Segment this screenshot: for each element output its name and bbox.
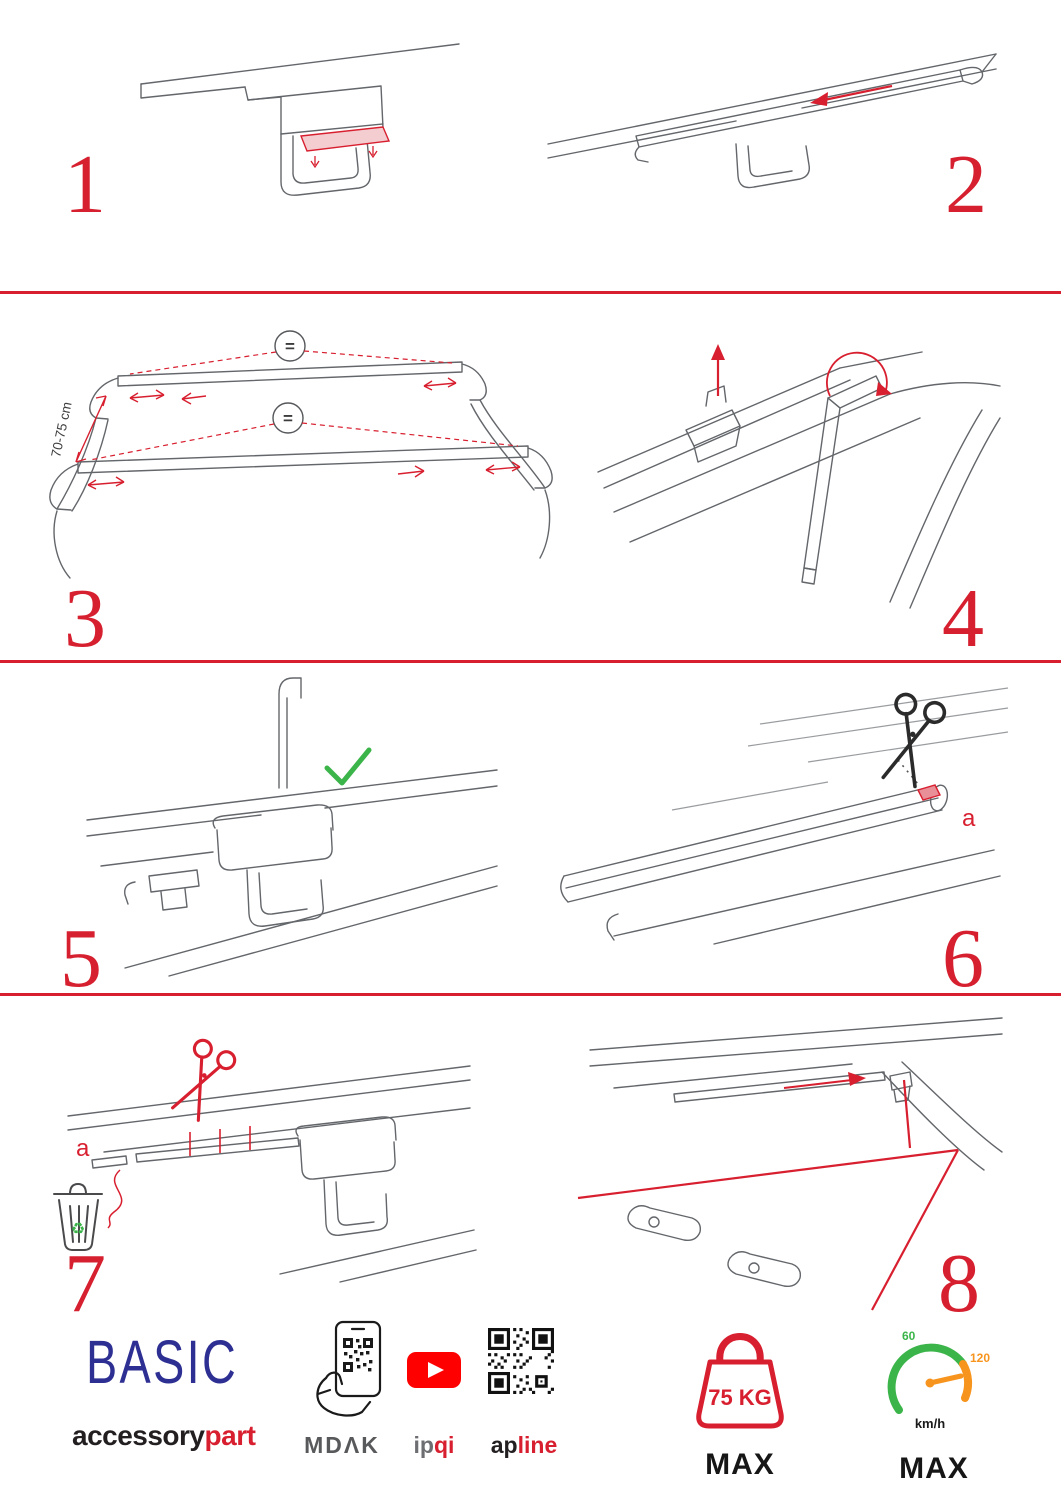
strip-trim-drawing bbox=[67, 1065, 477, 1283]
equal-sign-lower: = bbox=[283, 409, 293, 428]
step-4-number: 4 bbox=[942, 572, 984, 665]
final-assembly-drawing bbox=[589, 1017, 1003, 1288]
section-divider-2 bbox=[0, 660, 1061, 663]
logo-ipqi-right: qi bbox=[434, 1432, 455, 1458]
roof-slats bbox=[671, 687, 1009, 811]
rotate-arrow bbox=[826, 351, 892, 397]
speed-tick-high: 120 bbox=[970, 1351, 990, 1365]
recycle-icon: ♻ bbox=[71, 1221, 85, 1238]
brand-subtitle-left: accessory bbox=[72, 1420, 205, 1451]
qr-code bbox=[488, 1328, 554, 1394]
discard-path-line bbox=[107, 1169, 123, 1229]
cut-line bbox=[897, 759, 919, 785]
speed-max-label: MAX bbox=[899, 1452, 969, 1485]
slide-direction-arrow bbox=[810, 84, 893, 106]
section-divider-1 bbox=[0, 291, 1061, 294]
clamp-plate-highlight bbox=[300, 126, 391, 169]
part-a-label: a bbox=[76, 1135, 90, 1162]
step-5-illustration bbox=[86, 677, 498, 977]
speedometer-icon: 60 120 km/h bbox=[887, 1329, 990, 1431]
gauge-arcs bbox=[887, 1343, 973, 1414]
step-6-illustration: a bbox=[560, 687, 1009, 945]
phone-qr-icon bbox=[316, 1320, 382, 1417]
lift-arrow bbox=[711, 344, 725, 396]
weight-max-label: MAX bbox=[705, 1448, 775, 1481]
step-7-number: 7 bbox=[64, 1237, 106, 1330]
brand-subtitle: accessorypart bbox=[72, 1420, 256, 1452]
step-8-illustration bbox=[577, 1017, 1003, 1311]
step-6-number: 6 bbox=[942, 912, 984, 1005]
logo-mdak: MDΛK bbox=[304, 1432, 380, 1458]
gauge-needle bbox=[927, 1373, 964, 1386]
logo-ipqi: ipqi bbox=[398, 1432, 470, 1459]
qr-modules bbox=[488, 1328, 554, 1394]
bar-direction-arrow bbox=[783, 1072, 866, 1089]
trash-bin-icon: ♻ bbox=[53, 1182, 103, 1251]
crossbar-strip-drawing bbox=[560, 784, 1001, 945]
scissors-icon bbox=[873, 690, 949, 791]
step-8-number: 8 bbox=[938, 1237, 980, 1330]
speed-tick-low: 60 bbox=[902, 1329, 916, 1343]
leader-lines bbox=[89, 350, 519, 461]
cut-piece bbox=[916, 784, 942, 801]
logo-apline: apline bbox=[474, 1432, 574, 1459]
step-1-number: 1 bbox=[64, 138, 106, 231]
step-5-number: 5 bbox=[60, 912, 102, 1005]
step-2-illustration bbox=[547, 53, 997, 189]
equal-spacing-marker-lower: = bbox=[272, 402, 304, 434]
guide-lines bbox=[577, 1079, 959, 1311]
part-a-label: a bbox=[962, 805, 976, 832]
step-7-illustration: a ♻ bbox=[53, 1035, 477, 1283]
check-icon bbox=[324, 747, 372, 786]
step-1-illustration bbox=[140, 43, 460, 196]
step-3-illustration: = = bbox=[48, 330, 553, 579]
youtube-icon bbox=[407, 1352, 461, 1388]
hook-rod-drawing bbox=[86, 677, 498, 977]
crossbars-drawing bbox=[49, 361, 553, 579]
equal-spacing-marker-upper: = bbox=[274, 330, 306, 362]
logo-apline-right: line bbox=[517, 1432, 558, 1458]
gauge-pivot bbox=[925, 1378, 935, 1388]
logo-ipqi-left: ip bbox=[413, 1432, 434, 1458]
cut-marks bbox=[189, 1126, 251, 1156]
logo-apline-left: ap bbox=[490, 1432, 518, 1458]
brand-title: BASIC bbox=[86, 1327, 239, 1397]
allen-key-drawing bbox=[597, 351, 1001, 609]
weight-value: 75 KG bbox=[708, 1385, 772, 1410]
bar-distance-label: 70-75 cm bbox=[48, 400, 74, 458]
equal-sign-upper: = bbox=[285, 337, 295, 356]
step-4-illustration bbox=[597, 344, 1001, 609]
section-divider-3 bbox=[0, 993, 1061, 996]
dimension-arrows bbox=[75, 377, 521, 490]
phone-qr-pattern bbox=[343, 1338, 373, 1372]
speed-unit: km/h bbox=[915, 1416, 945, 1431]
step-2-number: 2 bbox=[945, 138, 987, 231]
weight-icon: 75 KG bbox=[696, 1333, 784, 1429]
bar-slide-drawing bbox=[547, 53, 997, 189]
roof-rail-drawing bbox=[140, 43, 460, 196]
brand-subtitle-right: part bbox=[204, 1420, 256, 1451]
step-3-number: 3 bbox=[64, 572, 106, 665]
